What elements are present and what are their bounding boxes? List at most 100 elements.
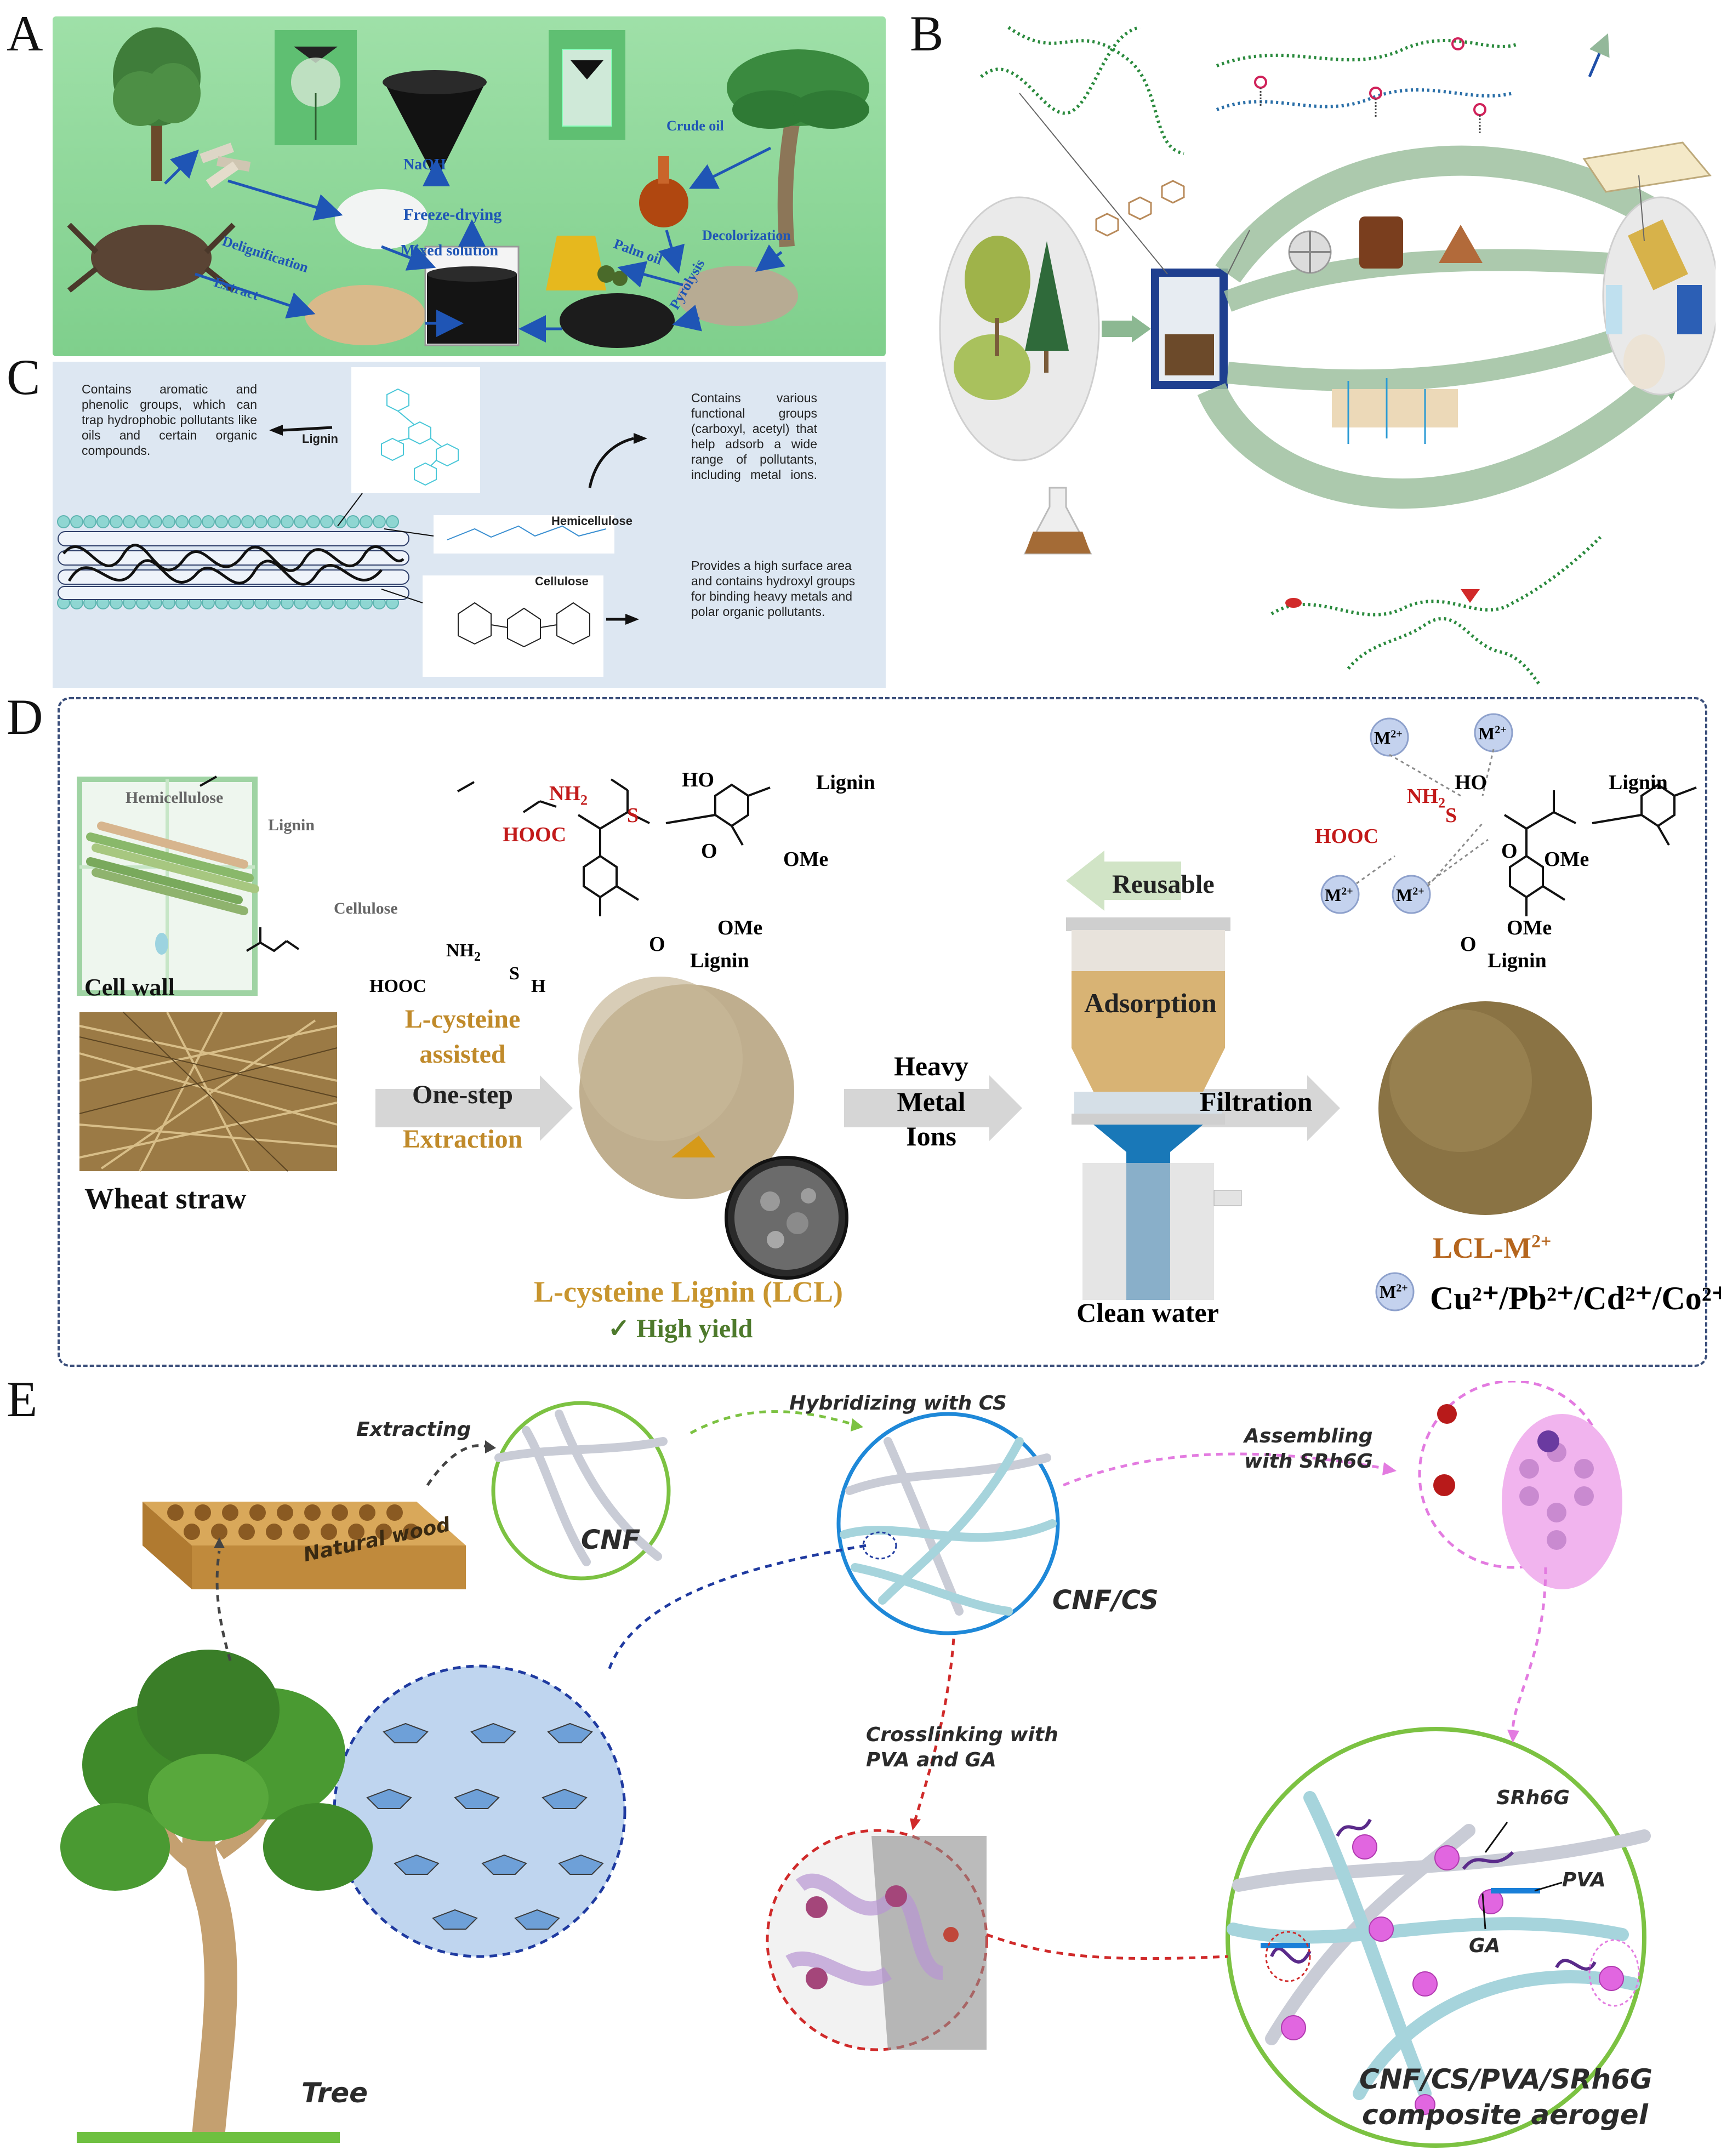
crab-icon [67,223,236,293]
ion-bubble-3: M2+ [1325,885,1353,905]
one-step-label: One-step [412,1080,513,1109]
panel-a-illustration [67,27,869,348]
cysteine-structure-icon [200,775,475,792]
panel-c: Contains aromatic and phenolic groups, w… [53,362,886,688]
polymer-chain-5 [1270,535,1602,617]
srh6g-label: SRh6G [1496,1787,1570,1809]
lcl-nh2: NH2 [549,782,588,808]
reagent-line2: assisted [419,1040,506,1069]
cysteine-hooc: HOOC [369,976,426,996]
lignin-label: Lignin [302,432,338,446]
fiber-bundle-icon [86,822,259,915]
cellulose-structure-icon [458,602,590,648]
adsorption-label: Adsorption [1084,988,1217,1018]
srh6g-molecule-fill [1502,1414,1622,1589]
brown-block-icon [1359,216,1403,269]
wheat-straw-label: Wheat straw [84,1182,247,1215]
mixed-solution-beaker-icon [424,246,520,346]
filtration-label: Filtration [1200,1086,1313,1117]
lcl-name: L-cysteine Lignin (LCL) [534,1275,844,1308]
polymer-chain-6 [1347,617,1542,687]
erlenmeyer-flask-icon [1023,487,1092,555]
lclm-lignin-top: Lignin [1609,771,1668,794]
lcl-m-label: LCL-M2+ [1433,1231,1552,1264]
trees-ellipse [939,196,1100,461]
ion-bubble-2: M2+ [1478,723,1507,743]
grey-powder-icon [677,266,798,326]
cysteine-h: H [531,976,546,996]
reusable-label: Reusable [1112,870,1215,899]
cell-wall-label: Cell wall [84,974,175,1001]
panel-label-e: E [7,1371,38,1427]
freeze-drying-label: Freeze-drying [403,206,502,224]
crude-oil-label: Crude oil [666,118,724,134]
cellulose-description: Provides a high surface area and contain… [691,558,856,619]
cnf-label: CNF [581,1525,641,1555]
metal-ion-bubbles [1320,713,1513,1311]
naoh-label: NaOH [403,156,446,173]
film-sheet-icon [1582,141,1712,193]
lignin-description: Contains aromatic and phenolic groups, w… [82,382,257,458]
pva-label: PVA [1562,1869,1606,1891]
palm-oil-jar-icon [546,236,606,290]
lignin-structure-icon [381,388,459,486]
bottle-icon [1606,285,1622,334]
panel-a: NaOH Freeze-drying Crude oil Delignifica… [53,16,886,356]
heavy-metal-arrow [844,1075,1022,1141]
aerogel-label-1: CNF/CS/PVA/SRh6G [1359,2063,1652,2095]
cellulose-cotton-icon [335,189,428,249]
polymer-chain-3 [1216,88,1513,111]
lclm-ome-bottom: OMe [1507,916,1552,939]
clean-water-label: Clean water [1076,1297,1219,1328]
ga-label: GA [1469,1935,1501,1957]
chitosan-powder-icon [305,285,425,345]
reusable-arrow [1066,851,1181,911]
cysteine-s: S [509,963,520,984]
panel-b-illustration [939,26,1719,687]
hybridizing-label: Hybridizing with CS [789,1392,1007,1414]
crosslink-label-1: Crosslinking with [866,1724,1058,1746]
hemicellulose-description: Contains various functional groups (carb… [691,391,817,482]
panel-e: Extracting Natural wood CNF Hybridizing … [33,1379,1710,2148]
polymer-chain-1 [980,26,1141,115]
lclm-o2: O [1460,933,1477,956]
aerogel-label-2: composite aerogel [1362,2099,1648,2131]
panel-label-c: C [7,349,41,405]
ions-label: Ions [906,1121,956,1151]
ion-list: Cu²⁺/Pb²⁺/Cd²⁺/Co²⁺ [1430,1280,1721,1316]
lcl-o2: O [649,933,665,956]
cysteine-nh2: NH2 [446,940,481,964]
hemicellulose-label: Hemicellulose [551,514,632,528]
triangle-icon [1439,225,1483,263]
lclm-ho: HO [1455,771,1488,794]
lclm-hooc: HOOC [1315,825,1379,848]
lcl-structure-icon [522,778,771,916]
panel-label-d: D [7,689,43,745]
lignin-structure-box [351,367,480,493]
metal-label: Metal [897,1086,966,1117]
lcl-lignin-top: Lignin [816,771,875,794]
lcl-ome-bottom: OMe [717,916,763,939]
crude-oil-flask-icon [639,178,688,227]
lcl-lignin-bottom: Lignin [690,949,749,972]
membrane-icon [1332,389,1458,427]
crosslink-label-2: PVA and GA [866,1749,996,1771]
reagent-line1: L-cysteine [404,1005,521,1034]
panel-b [932,11,1719,687]
panel-e-illustration [60,1379,1651,2148]
ion-bubble-4: M2+ [1396,885,1424,905]
panel-c-illustration [57,367,647,677]
chitosan-structure-circle [333,1664,626,1958]
cnf-cs-circle [836,1412,1060,1635]
lcl-hooc: HOOC [503,823,567,846]
polymer-chain-2 [1007,26,1184,155]
heavy-label: Heavy [893,1051,969,1081]
tree-label: Tree [301,2077,368,2109]
wood-chips-icon [200,142,251,189]
lcl-ome-top: OMe [783,848,829,871]
lcl-m-structure-icon [1503,783,1697,916]
panel-label-b: B [910,5,944,61]
panel-d: Hemicellulose Lignin Cellulose Cell wall… [58,697,1721,1367]
lignin-label: Lignin [268,816,315,834]
lclm-ome-top: OMe [1544,848,1589,871]
